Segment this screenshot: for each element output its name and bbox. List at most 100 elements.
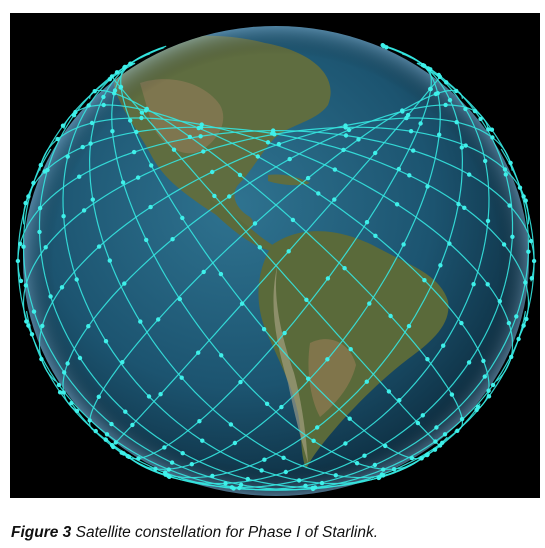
satellite [428, 86, 433, 92]
satellite [245, 476, 250, 482]
satellite [437, 132, 442, 137]
satellite [485, 282, 490, 287]
satellite [441, 343, 446, 348]
satellite [481, 358, 486, 364]
satellite [163, 470, 168, 475]
satellite [507, 203, 512, 208]
satellite [87, 418, 92, 423]
satellite [86, 103, 91, 108]
satellite [149, 163, 154, 168]
satellite [24, 319, 29, 324]
satellite [196, 350, 201, 355]
satellite [381, 467, 386, 472]
satellite [279, 404, 284, 410]
satellite [497, 299, 502, 304]
satellite [305, 175, 311, 181]
satellite [162, 445, 167, 450]
satellite [418, 121, 423, 126]
satellite [73, 109, 78, 115]
satellite [169, 460, 175, 465]
satellite [523, 280, 528, 285]
satellite [459, 145, 464, 150]
satellite [482, 374, 487, 379]
satellite [238, 482, 244, 487]
satellite [21, 244, 26, 249]
satellite [180, 451, 185, 456]
figure-label: Figure 3 [11, 524, 72, 541]
satellite [341, 147, 346, 153]
satellite [459, 320, 464, 326]
satellite [434, 425, 439, 430]
satellite [447, 97, 453, 103]
satellite [122, 65, 127, 70]
satellite [311, 438, 316, 443]
satellite [372, 462, 378, 468]
satellite [38, 162, 43, 168]
satellite [210, 473, 215, 479]
satellite [166, 473, 171, 478]
satellite [342, 266, 347, 271]
greenland [420, 34, 490, 68]
satellite [303, 483, 308, 488]
satellite [508, 160, 513, 166]
satellite [281, 455, 286, 460]
satellite [343, 123, 348, 128]
satellite [148, 204, 153, 210]
satellite [433, 439, 438, 444]
satellite [111, 444, 116, 450]
satellite [239, 301, 245, 306]
satellite [119, 450, 124, 455]
satellite [397, 398, 402, 403]
satellite [110, 129, 115, 134]
orbit-track [120, 62, 430, 460]
satellite [26, 323, 31, 328]
satellite [177, 296, 182, 302]
satellite [376, 475, 381, 481]
satellite [486, 388, 491, 393]
satellite [391, 467, 397, 472]
satellite [287, 156, 292, 162]
satellite [200, 438, 205, 443]
satellite [380, 473, 386, 478]
satellite [104, 432, 110, 437]
satellite [81, 208, 87, 213]
satellite [463, 106, 468, 112]
satellite [454, 88, 459, 94]
satellite [179, 375, 184, 380]
satellite [257, 245, 262, 250]
satellite [112, 91, 117, 96]
satellite [526, 249, 531, 254]
satellite [123, 409, 128, 414]
satellite [180, 215, 185, 221]
satellite [271, 128, 276, 133]
satellite [74, 408, 80, 414]
satellite [325, 357, 330, 362]
satellite [65, 154, 70, 159]
satellite [29, 332, 35, 337]
satellite [502, 167, 508, 172]
satellite [264, 401, 270, 406]
satellite [201, 149, 206, 154]
satellite [521, 194, 526, 199]
satellite [405, 112, 411, 118]
satellite [170, 237, 175, 242]
satellite [455, 428, 460, 433]
satellite [343, 133, 349, 138]
satellite [422, 63, 427, 68]
satellite [400, 108, 405, 113]
satellite [31, 180, 36, 186]
satellite [77, 355, 83, 361]
satellite [490, 382, 496, 388]
satellite [42, 169, 47, 174]
satellite [237, 485, 242, 491]
satellite [529, 276, 534, 281]
satellite [130, 422, 135, 428]
satellite [523, 198, 528, 203]
satellite [158, 392, 163, 397]
satellite [113, 440, 119, 445]
satellite [283, 469, 288, 475]
satellite [187, 134, 193, 140]
satellite [521, 323, 526, 328]
satellite [401, 242, 406, 247]
satellite [231, 486, 236, 491]
